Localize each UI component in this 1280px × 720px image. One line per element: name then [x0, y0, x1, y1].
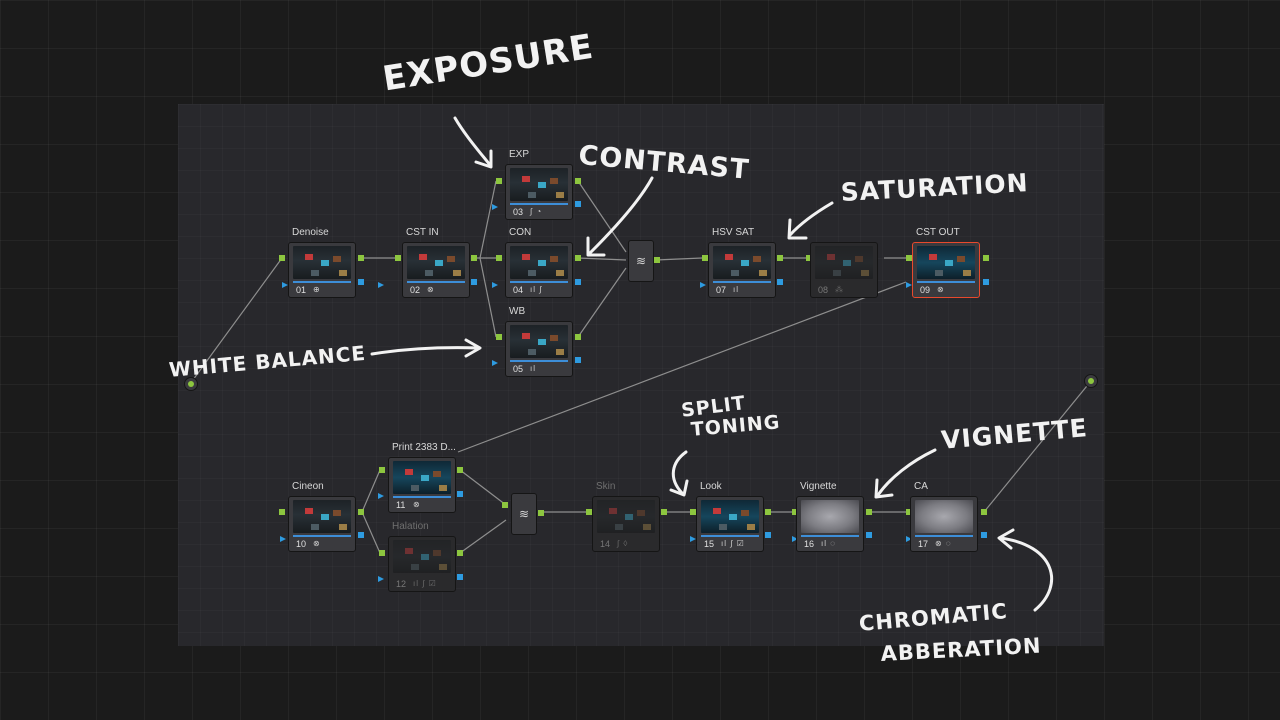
node-04-con[interactable]: CON 04 ıl ∫ — [505, 227, 573, 298]
node-09-cst-out[interactable]: CST OUT 09 ⊗ — [912, 227, 980, 298]
node-07-hsv-sat[interactable]: HSV SAT 07 ıl — [708, 227, 776, 298]
node-label: Print 2383 D... — [392, 442, 456, 453]
node-10-cineon[interactable]: Cineon 10 ⊗ — [288, 481, 356, 552]
node-label: WB — [509, 306, 526, 317]
node-thumbnail — [407, 246, 465, 279]
node-number: 01 — [296, 285, 307, 295]
node-number: 16 — [804, 539, 815, 549]
node-label: EXP — [509, 149, 530, 160]
node-number: 04 — [513, 285, 524, 295]
node-number: 15 — [704, 539, 715, 549]
node-17-ca[interactable]: CA 17 ⊗ ◌ — [910, 481, 978, 552]
node-number: 11 — [396, 500, 406, 510]
node-number: 02 — [410, 285, 421, 295]
node-number: 07 — [716, 285, 727, 295]
layers-icon: ≋ — [635, 254, 647, 268]
node-thumbnail — [917, 246, 975, 279]
node-thumbnail — [393, 540, 451, 573]
node-number: 17 — [918, 539, 929, 549]
layers-icon: ≋ — [518, 507, 530, 521]
graph-input-dot[interactable] — [184, 377, 198, 391]
node-number: 09 — [920, 285, 931, 295]
node-tool-icons: ⊕ — [313, 285, 321, 294]
node-tool-icons: ⊗ — [413, 500, 421, 509]
node-tool-icons: ⊗ — [937, 285, 945, 294]
node-number: 12 — [396, 579, 407, 589]
node-tool-icons: ⊗ — [313, 539, 321, 548]
node-label: Denoise — [292, 227, 329, 238]
node-tool-icons: ıl ∫ ☑ — [413, 579, 437, 588]
node-thumbnail — [293, 246, 351, 279]
node-label: CST IN — [406, 227, 439, 238]
node-tool-icons: ıl ◌ — [821, 539, 836, 548]
node-number: 10 — [296, 539, 307, 549]
node-thumbnail — [393, 461, 451, 494]
node-label: CON — [509, 227, 532, 238]
node-thumbnail — [293, 500, 351, 533]
node-label: CA — [914, 481, 928, 492]
node-14-skin[interactable]: Skin 14 ∫ ◊ — [592, 481, 660, 552]
node-tool-icons: ıl — [733, 285, 739, 294]
node-03-exp[interactable]: EXP 03 ∫ ◔ — [505, 149, 573, 220]
node-thumbnail — [597, 500, 655, 533]
node-thumbnail — [510, 325, 568, 358]
node-number: 05 — [513, 364, 524, 374]
node-thumbnail — [815, 246, 873, 279]
layer-mixer-node[interactable]: ≋ — [511, 493, 537, 535]
annotation-exposure: EXPOSURE — [380, 26, 597, 100]
node-label: Vignette — [800, 481, 837, 492]
node-thumbnail — [713, 246, 771, 279]
node-16-vignette[interactable]: Vignette 16 ıl ◌ — [796, 481, 864, 552]
node-label: Skin — [596, 481, 616, 492]
node-thumbnail — [801, 500, 859, 533]
graph-output-dot[interactable] — [1084, 374, 1098, 388]
node-thumbnail — [510, 168, 568, 201]
node-08[interactable]: 08 ⁂ — [810, 242, 878, 298]
node-tool-icons: ⊗ ◌ — [935, 539, 952, 548]
node-11-print-2383[interactable]: Print 2383 D... 11 ⊗ — [388, 442, 456, 513]
node-thumbnail — [701, 500, 759, 533]
node-thumbnail — [510, 246, 568, 279]
node-thumbnail — [915, 500, 973, 533]
node-label: Look — [700, 481, 722, 492]
node-number: 14 — [600, 539, 611, 549]
node-label: Cineon — [292, 481, 324, 492]
node-12-halation[interactable]: Halation 12 ıl ∫ ☑ — [388, 521, 456, 592]
node-02-cst-in[interactable]: CST IN 02 ⊗ — [402, 227, 470, 298]
layer-mixer-node[interactable]: ≋ — [628, 240, 654, 282]
node-tool-icons: ∫ ◊ — [617, 539, 629, 548]
node-05-wb[interactable]: WB 05 ıl — [505, 306, 573, 377]
node-tool-icons: ıl ∫ — [530, 285, 543, 294]
node-number: 08 — [818, 285, 829, 295]
node-tool-icons: ıl — [530, 364, 536, 373]
node-label: HSV SAT — [712, 227, 755, 238]
node-tool-icons: ıl ∫ ☑ — [721, 539, 745, 548]
node-number: 03 — [513, 207, 524, 217]
node-tool-icons: ∫ ◔ — [530, 207, 543, 216]
node-label: CST OUT — [916, 227, 960, 238]
node-01-denoise[interactable]: Denoise 01 ⊕ — [288, 227, 356, 298]
node-tool-icons: ⊗ — [427, 285, 435, 294]
node-tool-icons: ⁂ — [835, 285, 844, 294]
node-label: Halation — [392, 521, 429, 532]
node-15-look[interactable]: Look 15 ıl ∫ ☑ — [696, 481, 764, 552]
